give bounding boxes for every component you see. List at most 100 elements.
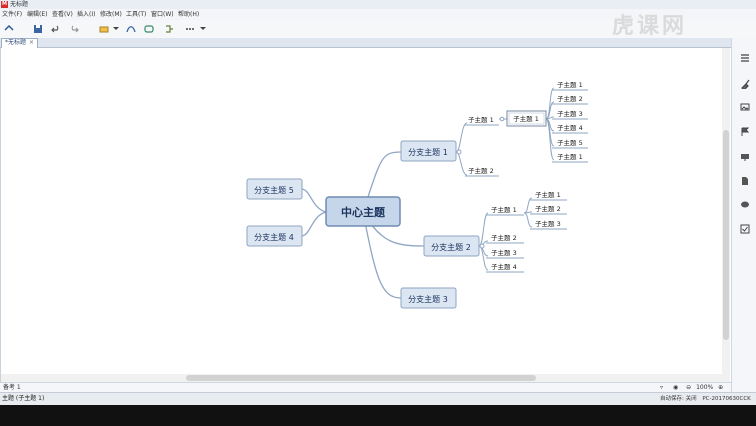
branch-topic-4-label: 分支主题 4 — [254, 232, 294, 242]
notes-button[interactable] — [739, 151, 750, 162]
connector-b1-sub1 — [455, 122, 468, 153]
center-topic-label: 中心主题 — [341, 205, 386, 219]
menu-window[interactable]: 窗口(W) — [151, 11, 174, 18]
save-icon — [34, 25, 42, 33]
boundary-button[interactable] — [143, 23, 155, 35]
mindmap-svg: 中心主题 分支主题 1 分支主题 2 分支主题 3 分支主题 4 分支主题 5 … — [246, 80, 588, 309]
save-button[interactable] — [32, 23, 44, 35]
center-topic[interactable]: 中心主题 — [325, 196, 401, 227]
comment-icon — [740, 201, 749, 207]
redo-button[interactable] — [68, 23, 80, 35]
status-autosave[interactable]: 自动保存: 关闭 — [660, 396, 697, 402]
connector-b1-sub2 — [455, 151, 468, 176]
branch-topic-3[interactable]: 分支主题 3 — [400, 287, 457, 309]
tab-label: *无标题 — [5, 39, 27, 46]
menu-view[interactable]: 查看(V) — [52, 11, 73, 18]
menu-modify[interactable]: 修改(M) — [100, 11, 122, 18]
b1-subtopic-1[interactable]: 子主题 1 — [468, 115, 494, 124]
document-button[interactable] — [739, 175, 750, 186]
branch-topic-1[interactable]: 分支主题 1 — [400, 140, 457, 162]
summary-icon — [166, 25, 173, 33]
vertical-scrollbar[interactable] — [722, 48, 730, 382]
topic-icon — [99, 26, 109, 33]
tab-untitled[interactable]: *无标题× — [1, 38, 39, 48]
undo-button[interactable] — [50, 23, 62, 35]
branch-topic-4[interactable]: 分支主题 4 — [246, 225, 303, 247]
notes-bar: 备考 1 ▿ ◉ ⊖ 100% ⊕ — [0, 382, 731, 393]
flag-icon — [741, 127, 749, 136]
status-selection: 主题 (子主题 1) — [2, 395, 45, 402]
zoom-in-icon[interactable]: ⊕ — [718, 384, 724, 391]
title-bar: M 无标题 — [0, 0, 756, 9]
collapse-knob-b2[interactable] — [479, 243, 485, 249]
zoom-out-icon[interactable]: ⊖ — [686, 384, 692, 391]
connector-fan-6 — [545, 118, 555, 161]
branch-topic-2[interactable]: 分支主题 2 — [423, 235, 480, 257]
branch-topic-1-label: 分支主题 1 — [408, 147, 448, 157]
undo-icon — [51, 25, 59, 33]
menu-insert[interactable]: 插入(I) — [77, 11, 96, 18]
branch-topic-5-label: 分支主题 5 — [254, 185, 294, 195]
taskbar — [0, 405, 756, 426]
image-button[interactable] — [739, 101, 750, 112]
image-icon — [740, 103, 749, 110]
connector-branch-4 — [300, 211, 327, 237]
horizontal-scroll-thumb[interactable] — [186, 375, 536, 381]
connector-b2-fan-3 — [523, 212, 533, 228]
marker-button[interactable] — [739, 126, 750, 137]
b1-sub1-child-selected[interactable]: 子主题 1 — [506, 110, 547, 127]
notes-label: 备考 1 — [3, 384, 21, 391]
fan-topic-1[interactable]: 子主题 1 — [557, 80, 583, 89]
window-title: 无标题 — [10, 1, 29, 8]
menu-edit[interactable]: 编辑(E) — [27, 11, 48, 18]
fan-topic-6[interactable]: 子主题 1 — [557, 152, 583, 161]
close-icon[interactable]: × — [29, 39, 35, 46]
filter-icon[interactable]: ▿ — [660, 384, 664, 391]
comments-button[interactable] — [739, 199, 750, 210]
b2-fan-topic-3[interactable]: 子主题 3 — [535, 219, 561, 228]
home-button[interactable] — [3, 23, 15, 35]
b2-subtopic-4[interactable]: 子主题 4 — [491, 262, 517, 271]
outline-button[interactable] — [739, 52, 750, 63]
topic-dropdown-button[interactable] — [110, 23, 122, 35]
app-logo-icon: M — [1, 1, 8, 8]
fan-topic-5[interactable]: 子主题 5 — [557, 138, 583, 147]
b2-fan-topic-2[interactable]: 子主题 2 — [535, 204, 561, 213]
vertical-scroll-thumb[interactable] — [723, 130, 729, 340]
connector-branch-3 — [362, 211, 402, 299]
branch-topic-3-label: 分支主题 3 — [408, 294, 448, 304]
tasks-button[interactable] — [739, 223, 750, 234]
mindmap-canvas[interactable]: 中心主题 分支主题 1 分支主题 2 分支主题 3 分支主题 4 分支主题 5 … — [0, 48, 731, 382]
fan-topic-4[interactable]: 子主题 4 — [557, 123, 583, 132]
collapse-knob-b1[interactable] — [456, 149, 462, 155]
menu-file[interactable]: 文件(F) — [2, 11, 23, 18]
b1-subtopic-2[interactable]: 子主题 2 — [468, 166, 494, 175]
b1-sub1-child-label: 子主题 1 — [513, 114, 539, 123]
relationship-button[interactable] — [125, 23, 137, 35]
branch-topic-5[interactable]: 分支主题 5 — [246, 178, 303, 200]
b2-subtopic-3[interactable]: 子主题 3 — [491, 248, 517, 257]
horizontal-scrollbar[interactable] — [1, 374, 722, 382]
topic-button[interactable] — [98, 23, 110, 35]
fan-topic-2[interactable]: 子主题 2 — [557, 94, 583, 103]
b2-subtopic-1[interactable]: 子主题 1 — [491, 205, 517, 214]
summary-button[interactable] — [163, 23, 175, 35]
zoom-value: 100% — [696, 384, 714, 391]
b2-fan-topic-1[interactable]: 子主题 1 — [535, 190, 561, 199]
b2-subtopic-2[interactable]: 子主题 2 — [491, 233, 517, 242]
relationship-icon — [126, 26, 136, 33]
more-dropdown-button[interactable] — [197, 23, 209, 35]
more-icon — [186, 28, 194, 30]
menu-tools[interactable]: 工具(T) — [126, 11, 147, 18]
collapse-knob-b1-sub1[interactable] — [499, 116, 505, 122]
status-bar: 主题 (子主题 1) 自动保存: 关闭 PC-20170630CCK — [0, 392, 756, 406]
document-icon — [741, 176, 748, 185]
more-button[interactable] — [184, 23, 196, 35]
watermark-text: 虎课网 — [612, 14, 688, 39]
format-button[interactable] — [739, 78, 750, 89]
list-icon — [740, 53, 749, 62]
fan-topic-3[interactable]: 子主题 3 — [557, 109, 583, 118]
menu-bar: 文件(F) 编辑(E) 查看(V) 插入(I) 修改(M) 工具(T) 窗口(W… — [0, 9, 756, 20]
eye-icon[interactable]: ◉ — [672, 384, 679, 391]
menu-help[interactable]: 帮助(H) — [178, 11, 200, 18]
